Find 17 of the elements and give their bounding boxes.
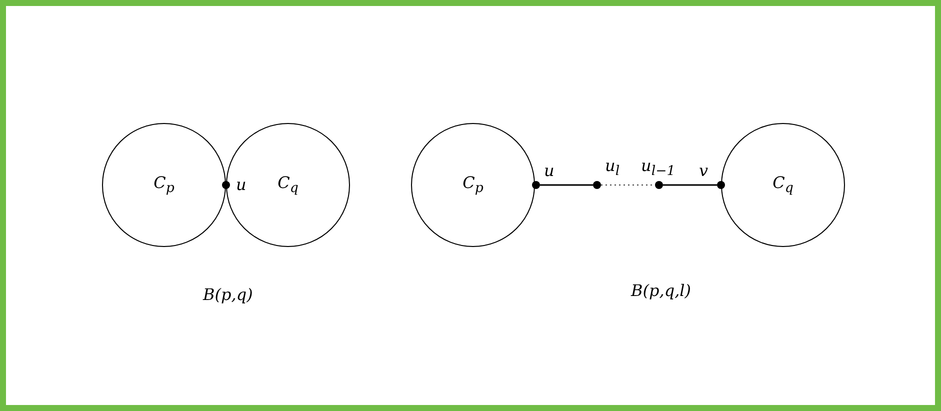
node-label: C$_{q}$ <box>772 173 794 197</box>
vertex-label: u <box>544 163 554 179</box>
node-label: C$_{p}$ <box>154 173 174 197</box>
node-label: C$_{p}$ <box>462 173 484 197</box>
edge-line <box>540 184 593 186</box>
node-label: C$_{q}$ <box>278 173 298 197</box>
vertex-dot <box>717 181 725 189</box>
graph-caption: B(p,q,l) <box>631 283 692 299</box>
vertex-label: u$_{l−1}$ <box>641 158 676 179</box>
vertex-dot <box>532 181 540 189</box>
vertex-label: u$_{l}$ <box>605 158 620 179</box>
vertex-label: u <box>236 177 246 193</box>
graph-caption: B(p,q) <box>203 287 253 303</box>
vertex-dot <box>655 181 663 189</box>
vertex-label: v <box>699 163 708 179</box>
edge-line <box>663 184 717 186</box>
vertex-dot <box>593 181 601 189</box>
